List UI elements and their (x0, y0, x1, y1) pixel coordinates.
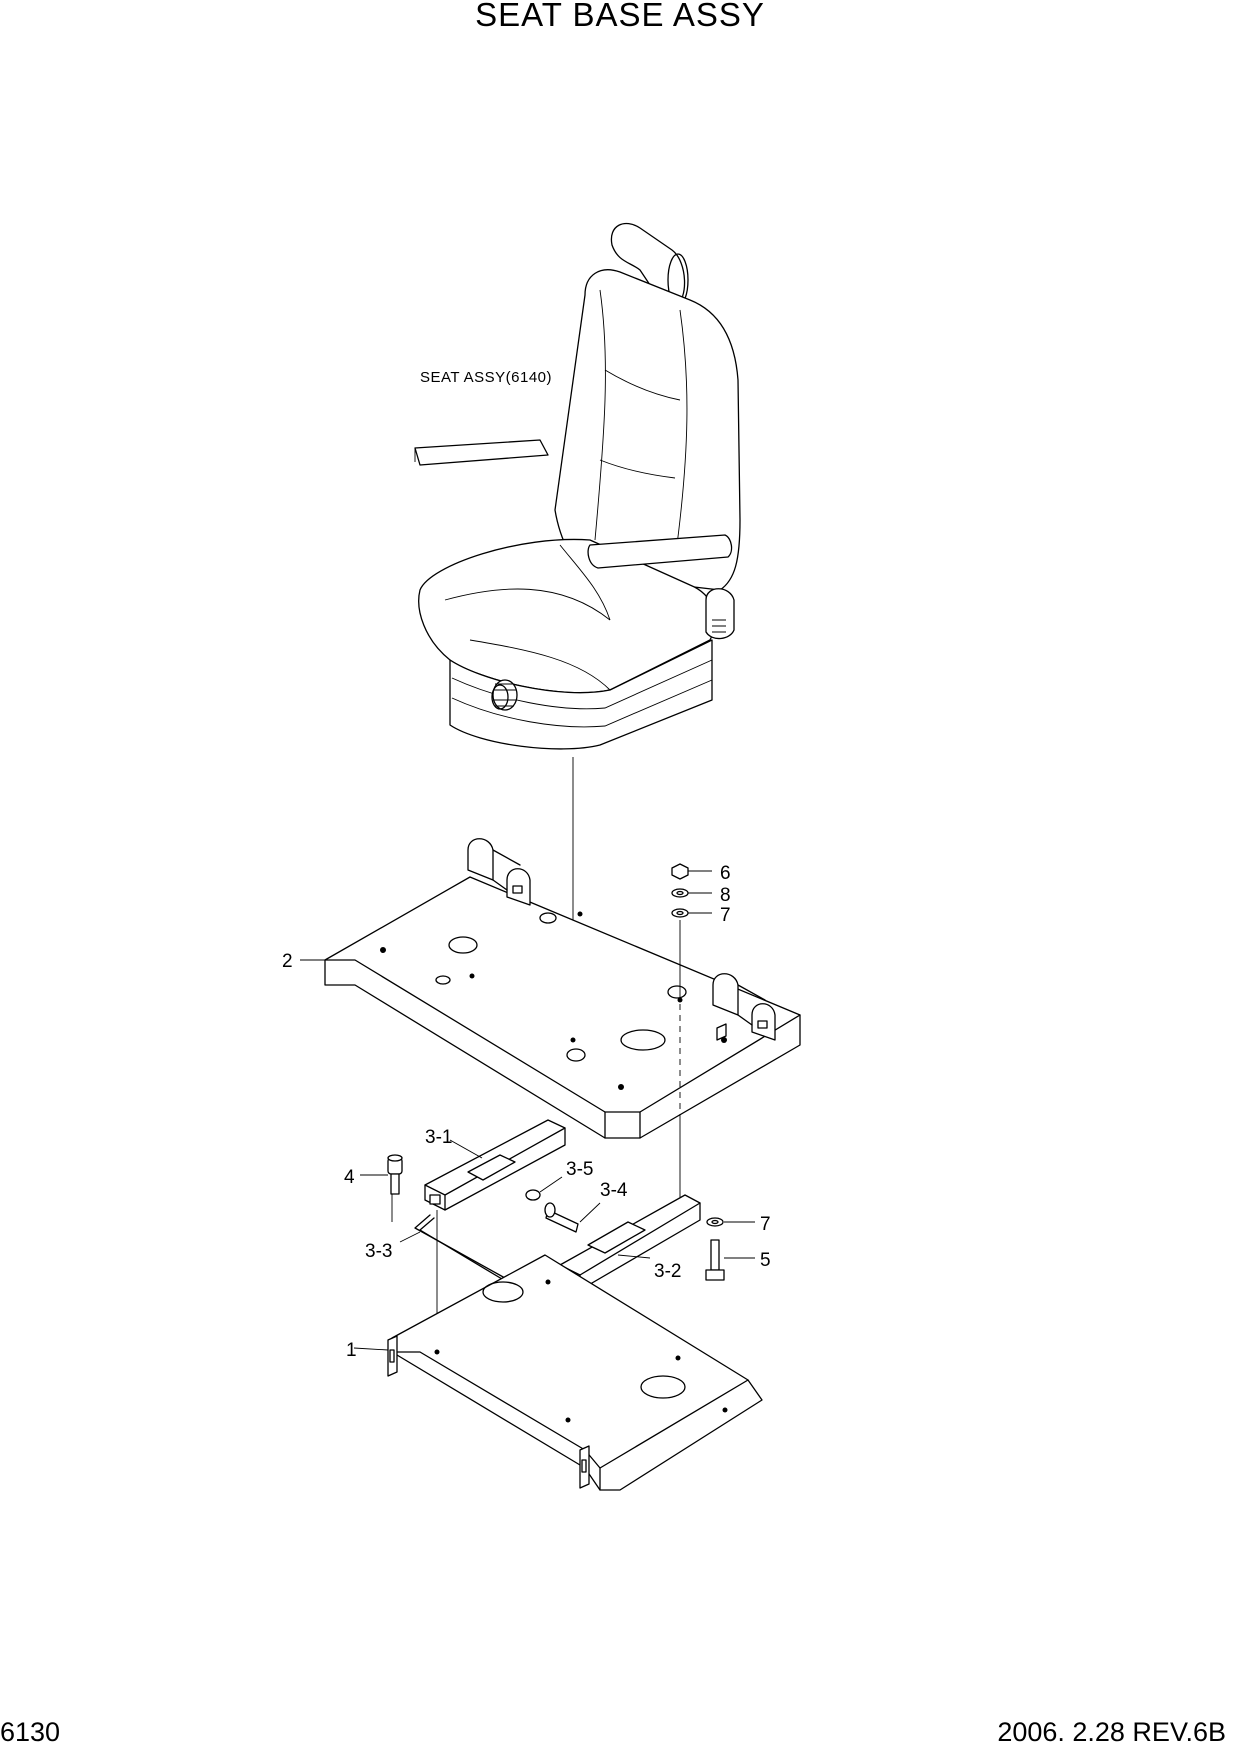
callout-1: 1 (346, 1340, 357, 1361)
seat-base-plate-drawing (324, 838, 801, 1139)
lower-mount-plate-drawing (387, 1254, 763, 1491)
page-title: SEAT BASE ASSY (475, 0, 765, 33)
callout-2: 2 (282, 951, 293, 972)
seat-assembly-drawing (414, 222, 741, 750)
callout-5: 5 (760, 1250, 771, 1271)
callout-6: 6 (720, 863, 731, 884)
page-number: 6130 (0, 1717, 61, 1747)
leader-3-3 (399, 1231, 421, 1243)
nut-washer-stack-drawing (671, 863, 712, 1210)
callout-4: 4 (344, 1167, 355, 1188)
seat-assy-reference-label: SEAT ASSY(6140) (420, 369, 552, 386)
callout-3-4: 3-4 (600, 1180, 628, 1201)
leader-3-2 (617, 1254, 651, 1259)
callout-8: 8 (720, 885, 731, 906)
callout-3-1: 3-1 (425, 1127, 452, 1148)
callout-7-top: 7 (720, 905, 731, 926)
callout-3-3: 3-3 (365, 1241, 392, 1262)
leader-1 (353, 1347, 389, 1351)
callout-3-2: 3-2 (654, 1261, 681, 1282)
callout-3-5: 3-5 (566, 1159, 593, 1180)
revision-date: 2006. 2.28 REV.6B (997, 1717, 1226, 1747)
callout-7-bottom: 7 (760, 1214, 771, 1235)
leader-3-1 (449, 1139, 483, 1159)
